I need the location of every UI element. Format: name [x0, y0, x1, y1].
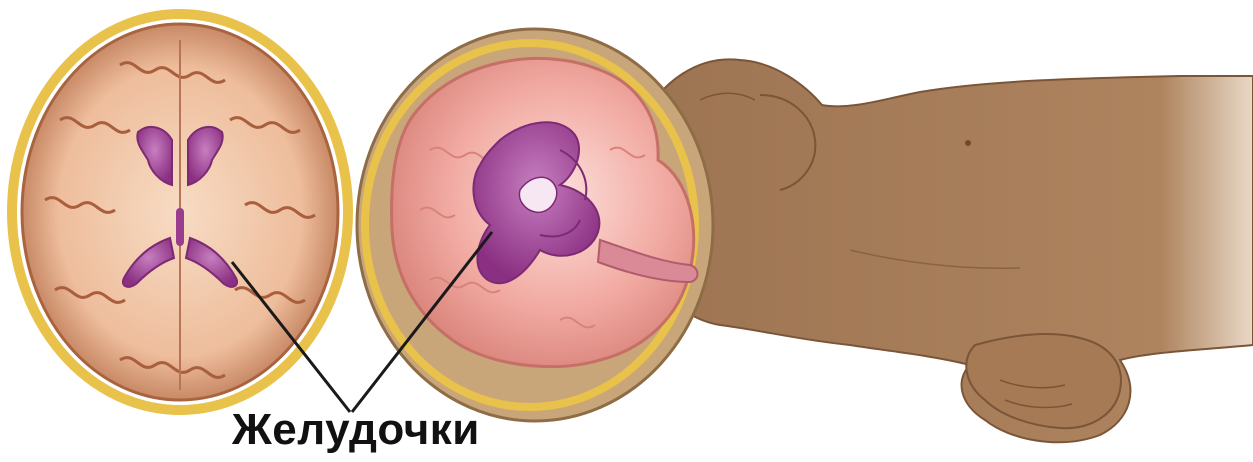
- fetal-head-section: [357, 29, 713, 421]
- axial-brain-section: [12, 14, 348, 410]
- ventricles-label: Желудочки: [232, 404, 482, 456]
- infant-body: [640, 59, 1253, 442]
